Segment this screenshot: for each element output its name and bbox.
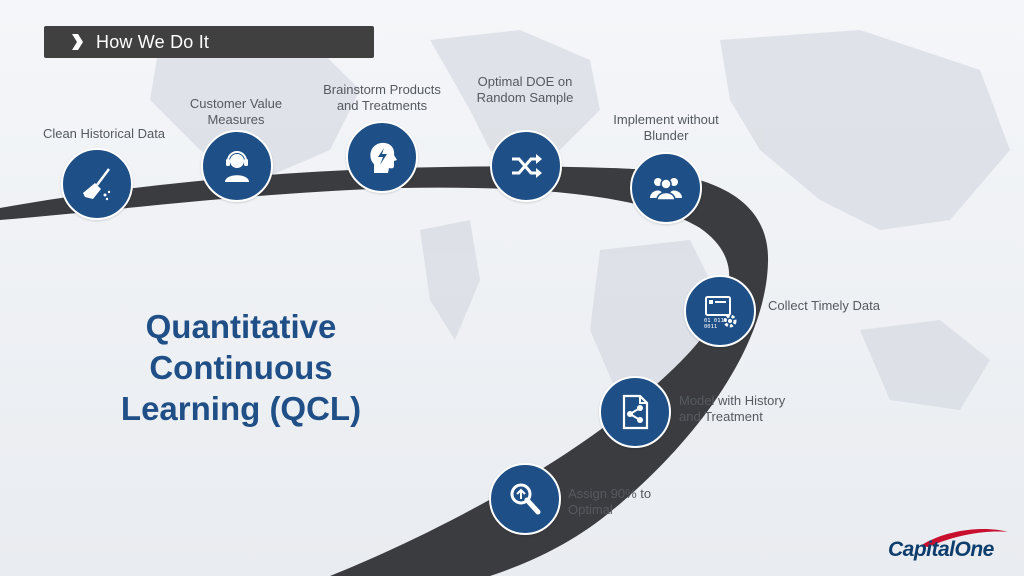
step-node-model xyxy=(599,376,671,448)
step-node-clean-historical-data xyxy=(61,148,133,220)
logo-text: CapitalOne xyxy=(888,538,994,561)
step-label-customer-value-measures: Customer Value Measures xyxy=(189,96,283,127)
capital-one-logo: CapitalOne xyxy=(888,526,1012,566)
step-node-brainstorm xyxy=(346,121,418,193)
step-node-customer-value-measures xyxy=(201,130,273,202)
svg-text:01 0110: 01 0110 xyxy=(704,318,727,324)
step-node-implement xyxy=(630,152,702,224)
step-label-assign: Assign 90% to Optimal xyxy=(568,486,652,517)
main-title-line: Quantitative xyxy=(145,308,337,345)
svg-text:0011: 0011 xyxy=(704,324,717,330)
data-gears-icon: 01 0110 0011 xyxy=(704,296,737,330)
step-node-optimal-doe xyxy=(490,130,562,202)
document-share-icon xyxy=(622,394,649,430)
section-title: How We Do It xyxy=(96,31,210,52)
step-label-brainstorm: Brainstorm Products and Treatments xyxy=(323,82,441,113)
step-label-implement: Implement without Blunder xyxy=(613,112,719,143)
main-title: Quantitative Continuous Learning (QCL) xyxy=(96,306,386,429)
magnifier-icon xyxy=(510,483,541,515)
people-group-icon xyxy=(650,178,682,201)
step-label-optimal-doe: Optimal DOE on Random Sample xyxy=(476,74,574,105)
curve-shape xyxy=(0,166,769,576)
step-label-clean-historical-data: Clean Historical Data xyxy=(42,126,166,141)
step-node-collect-data: 01 0110 0011 xyxy=(684,275,756,347)
step-node-assign xyxy=(489,463,561,535)
step-label-model: Model with History and Treatment xyxy=(679,393,786,424)
broom-icon xyxy=(83,168,111,201)
chevron-right-icon xyxy=(72,34,83,50)
main-title-line: Continuous xyxy=(149,349,333,386)
head-lightning-icon xyxy=(370,142,397,173)
shuffle-icon xyxy=(512,154,542,178)
step-label-collect-data: Collect Timely Data xyxy=(768,298,880,313)
headset-user-icon xyxy=(225,151,249,182)
section-header: How We Do It xyxy=(44,26,374,58)
main-title-line: Learning (QCL) xyxy=(120,390,362,427)
logo-swoosh-icon xyxy=(920,528,1008,547)
